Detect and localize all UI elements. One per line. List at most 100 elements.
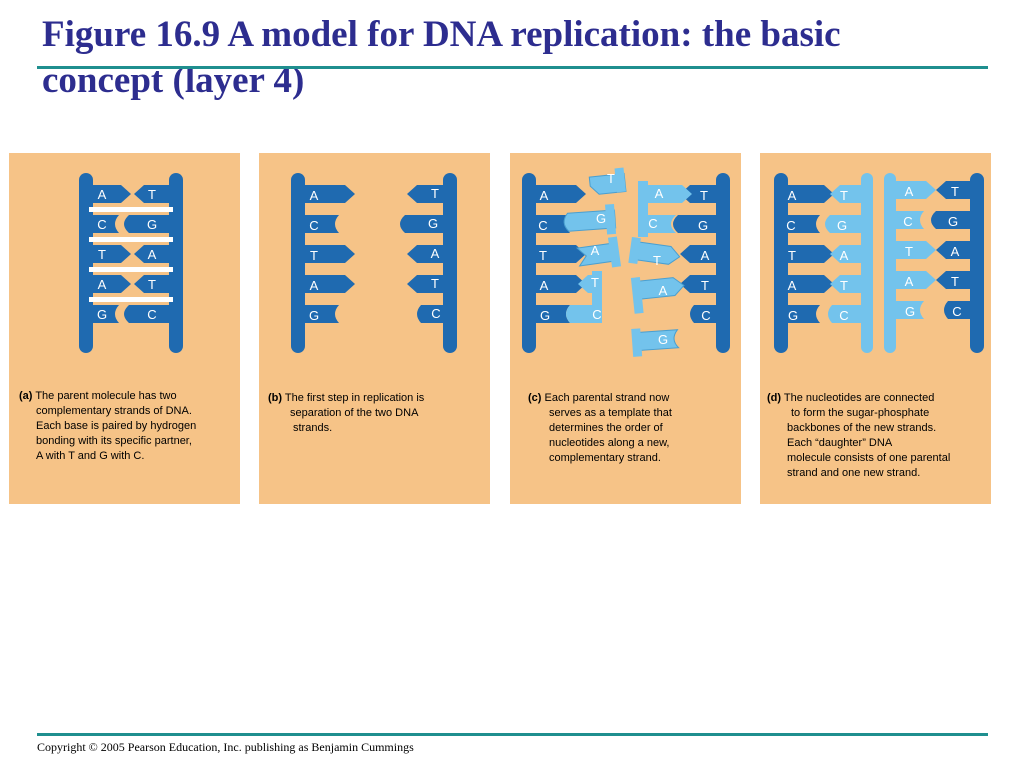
base-label: A (788, 278, 797, 293)
base-right-T (936, 271, 972, 289)
base-label: G (540, 308, 550, 323)
base-label: A (655, 186, 664, 201)
base-label: T (431, 186, 439, 201)
caption-line: strand and one new strand. (787, 467, 921, 479)
panel-d-diagram: A C T A G T G A T C A C T A G T G A T C (774, 173, 984, 353)
panel-c: A C T A G T G A T C A C T A G T G A T C … (510, 153, 741, 504)
new-strand-segment (638, 181, 648, 237)
base-label: T (431, 276, 439, 291)
base-label: C (309, 218, 318, 233)
caption-line: separation of the two DNA (290, 407, 419, 419)
base-label: A (659, 283, 668, 298)
base-label: C (538, 218, 547, 233)
base-label: G (788, 308, 798, 323)
panel-d-new-right-backbone (884, 173, 896, 353)
base-label: T (788, 248, 796, 263)
base-label: G (905, 304, 915, 319)
new-base-A (894, 271, 936, 289)
base-label: G (658, 332, 668, 347)
base-label: A (148, 247, 157, 262)
base-right-A (134, 245, 171, 263)
rung (89, 237, 173, 242)
base-left-A (91, 185, 131, 203)
base-label: C (903, 214, 912, 229)
caption-line: backbones of the new strands. (787, 422, 937, 434)
base-right-A (680, 245, 718, 263)
new-base-A (830, 245, 863, 263)
base-label: G (147, 217, 157, 232)
caption-tag: (b) (268, 392, 283, 404)
base-label: G (596, 211, 606, 226)
base-label: T (951, 274, 959, 289)
base-right-G (400, 215, 445, 233)
caption-line: The first step in replication is (284, 392, 425, 404)
caption-line: nucleotides along a new, (549, 437, 670, 449)
base-right-A (936, 241, 972, 259)
caption-line: bonding with its specific partner, (36, 435, 192, 447)
caption-line: Each base is paired by hydrogen (36, 420, 197, 432)
new-nucleotide-C (566, 305, 602, 323)
rung (89, 297, 173, 302)
base-left-T (534, 245, 586, 263)
base-label: T (148, 277, 156, 292)
panel-a-left-backbone (79, 173, 93, 353)
new-base-C (828, 305, 863, 323)
base-label: T (905, 244, 913, 259)
base-label: G (428, 216, 438, 231)
base-right-T (134, 275, 171, 293)
panel-b-right-backbone (443, 173, 457, 353)
base-label: T (700, 188, 708, 203)
base-left-T (303, 245, 355, 263)
caption-tag: (d) (767, 392, 782, 404)
panel-d-parental-right-backbone (970, 173, 984, 353)
base-label: A (540, 278, 549, 293)
base-right-A (407, 245, 445, 263)
base-label: T (148, 187, 156, 202)
base-label: A (98, 187, 107, 202)
base-label: G (837, 218, 847, 233)
caption-line: complementary strand. (549, 452, 661, 464)
title-divider (37, 66, 988, 69)
base-right-G (673, 215, 718, 233)
base-right-G (931, 211, 972, 229)
base-label: A (701, 248, 710, 263)
base-label: A (788, 188, 797, 203)
caption-line: Each “daughter” DNA (787, 437, 893, 449)
panel-a-diagram: A C T A G T G A T C (79, 173, 183, 353)
new-base-G (894, 301, 924, 319)
base-label: T (607, 171, 615, 186)
base-label: T (653, 253, 661, 268)
caption-tag: (a) (19, 390, 33, 402)
panel-d-parental-left-backbone (774, 173, 788, 353)
base-left-C (303, 215, 339, 233)
new-base-T (830, 275, 863, 293)
base-right-T (680, 185, 718, 203)
base-label: T (840, 278, 848, 293)
base-label: C (147, 307, 156, 322)
base-label: C (592, 307, 601, 322)
caption-line: serves as a template that (549, 407, 672, 419)
panel-d: A C T A G T G A T C A C T A G T G A T C … (760, 153, 991, 504)
new-nucleotide-A (575, 236, 622, 268)
base-label: A (905, 274, 914, 289)
caption-line: The nucleotides are connected (783, 392, 935, 404)
new-base-T (830, 185, 863, 203)
base-label: G (948, 214, 958, 229)
base-label: T (840, 188, 848, 203)
base-label: A (431, 246, 440, 261)
caption-line: strands. (293, 422, 333, 434)
base-label: A (310, 188, 319, 203)
base-left-G (91, 305, 119, 323)
caption-line: determines the order of (549, 422, 663, 434)
caption-line: molecule consists of one parental (787, 452, 951, 464)
new-base-G (825, 215, 863, 233)
panel-c-left-backbone (522, 173, 536, 353)
base-left-C (786, 215, 820, 233)
new-nucleotide-A (646, 185, 692, 203)
base-left-A (534, 275, 586, 293)
panel-b: A C T A G T G A T C (b) The first step i… (259, 153, 490, 504)
base-label: T (951, 184, 959, 199)
base-label: C (952, 304, 961, 319)
base-label: G (97, 307, 107, 322)
caption-line: to form the sugar-phosphate (791, 407, 930, 419)
